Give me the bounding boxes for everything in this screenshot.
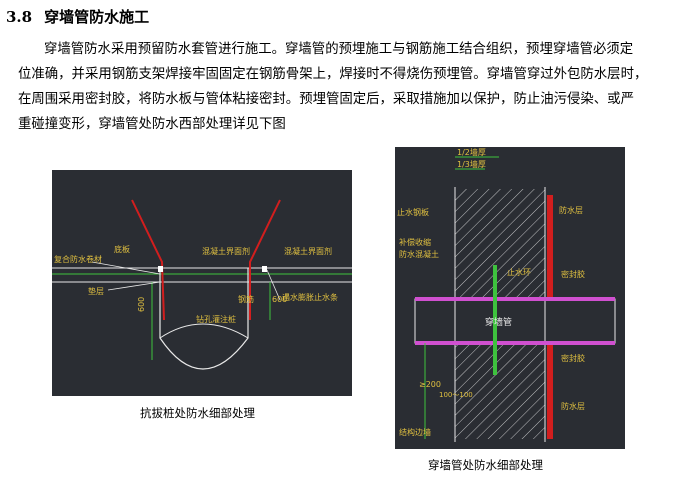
wall-pipe-detail-drawing: 1/2墙厚 1/3墙厚 止水钢板 防水层 补偿收缩 防水混凝土 止水环 密封胶 … [395, 147, 625, 449]
label-cushion: 垫层 [88, 286, 104, 296]
label-composite: 复合防水卷材 [54, 254, 102, 264]
pipe-body [414, 298, 616, 344]
label-waterproof-top: 防水层 [559, 205, 583, 215]
pile-detail-svg: 复合防水卷材 底板 混凝土界面剂 混凝土界面剂 垫层 600 600 钢筋 遇水… [52, 199, 352, 370]
figure2-caption: 穿墙管处防水细部处理 [428, 458, 543, 472]
rebar-right [249, 199, 281, 320]
label-structure-wall: 结构边墙 [399, 427, 431, 437]
label-swell: 遇水膨胀止水条 [282, 292, 338, 302]
label-floor: 底板 [114, 244, 130, 254]
label-dim-right: 600 [272, 295, 287, 304]
body-paragraph: 穿墙管防水采用预留防水套管进行施工。穿墙管的预埋施工与钢筋施工结合组织，预埋穿墙… [18, 37, 668, 137]
rebar-left [131, 199, 165, 321]
label-interface-2: 混凝土界面剂 [284, 246, 332, 256]
water-stop-ring [493, 265, 497, 375]
pile-outline [159, 268, 249, 370]
label-half-wall: 1/2墙厚 [457, 147, 486, 157]
label-third-wall: 1/3墙厚 [457, 159, 486, 169]
paragraph-line-2: 位准确，并采用钢筋支架焊接牢固固定在钢筋骨架上，焊接时不得烧伤预埋管。穿墙管穿过… [18, 67, 648, 82]
pipe-seal-bottom [415, 341, 615, 345]
section-number: 3.8 [6, 8, 33, 26]
leader-composite [91, 261, 161, 275]
label-dim-100: 100～100 [439, 391, 473, 399]
pipe-seal-top [415, 297, 615, 301]
pile-detail-drawing: 复合防水卷材 底板 混凝土界面剂 混凝土界面剂 垫层 600 600 钢筋 遇水… [52, 170, 352, 396]
wall-hatch-top [455, 189, 545, 299]
paragraph-line-3: 在周围采用密封胶，将防水板与管体粘接密封。预埋管固定后，采取措施加以保护，防止油… [18, 92, 634, 107]
wall-pipe-detail-svg: 1/2墙厚 1/3墙厚 止水钢板 防水层 补偿收缩 防水混凝土 止水环 密封胶 … [397, 147, 616, 442]
label-dim-200: ≥200 [419, 380, 441, 389]
label-rebar: 钢筋 [238, 294, 254, 304]
waterproof-layer-bottom [547, 343, 553, 439]
paragraph-line-4: 重碰撞变形，穿墙管处防水西部处理详见下图 [18, 117, 286, 132]
swell-strip-left [158, 266, 163, 272]
wall-hatch-bottom [455, 343, 545, 439]
swell-strip-right [262, 266, 267, 272]
leader-swell [266, 269, 281, 301]
label-dim-left: 600 [137, 297, 146, 312]
label-water-ring: 止水环 [507, 267, 531, 277]
label-shrink-concrete: 补偿收缩 [399, 237, 431, 247]
label-waterproof-concrete: 防水混凝土 [399, 249, 439, 259]
label-pile: 钻孔灌注桩 [196, 314, 236, 324]
label-interface-1: 混凝土界面剂 [202, 246, 250, 256]
leader-cushion [107, 281, 161, 291]
label-sealant-bottom: 密封胶 [561, 353, 585, 363]
label-waterproof-bottom: 防水层 [561, 401, 585, 411]
section-heading: 3.8 穿墙管防水施工 [6, 6, 149, 27]
label-sealant-top: 密封胶 [561, 269, 585, 279]
pile-bottom-arc [159, 323, 249, 339]
section-title: 穿墙管防水施工 [44, 8, 150, 26]
label-pipe: 穿墙管 [485, 316, 512, 328]
figure1-caption: 抗拔桩处防水细部处理 [140, 406, 255, 420]
label-stop-plate: 止水钢板 [397, 207, 429, 217]
paragraph-line-1: 穿墙管防水采用预留防水套管进行施工。穿墙管的预埋施工与钢筋施工结合组织，预埋穿墙… [44, 42, 634, 57]
waterproof-layer-top [547, 195, 553, 299]
